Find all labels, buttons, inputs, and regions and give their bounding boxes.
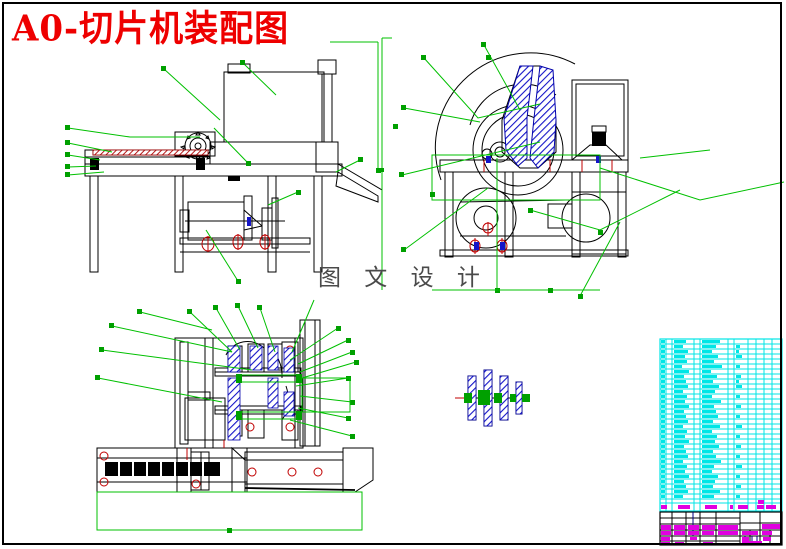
page-title: A0-切片机装配图 xyxy=(12,8,290,50)
caster-wheels xyxy=(201,234,271,252)
plan-section-hatch xyxy=(227,345,295,441)
view1-leaders xyxy=(65,60,301,284)
parts-table-header-accents xyxy=(661,500,776,509)
view-divider xyxy=(380,37,392,290)
bearing-marks xyxy=(247,156,601,250)
watermark-text: 图 文 设 计 xyxy=(318,265,488,291)
title-block-value-cells xyxy=(661,524,780,545)
view2-leaders xyxy=(399,42,785,299)
view1-bounds xyxy=(330,41,398,173)
title-block-grid xyxy=(659,511,783,546)
parts-table-grid xyxy=(659,338,783,512)
view3-leaders xyxy=(95,299,363,533)
parts-table-text-blocks xyxy=(661,340,742,498)
view4-markers xyxy=(464,390,530,405)
conveyor-belt-section xyxy=(92,149,209,156)
rail-teeth xyxy=(118,462,204,476)
